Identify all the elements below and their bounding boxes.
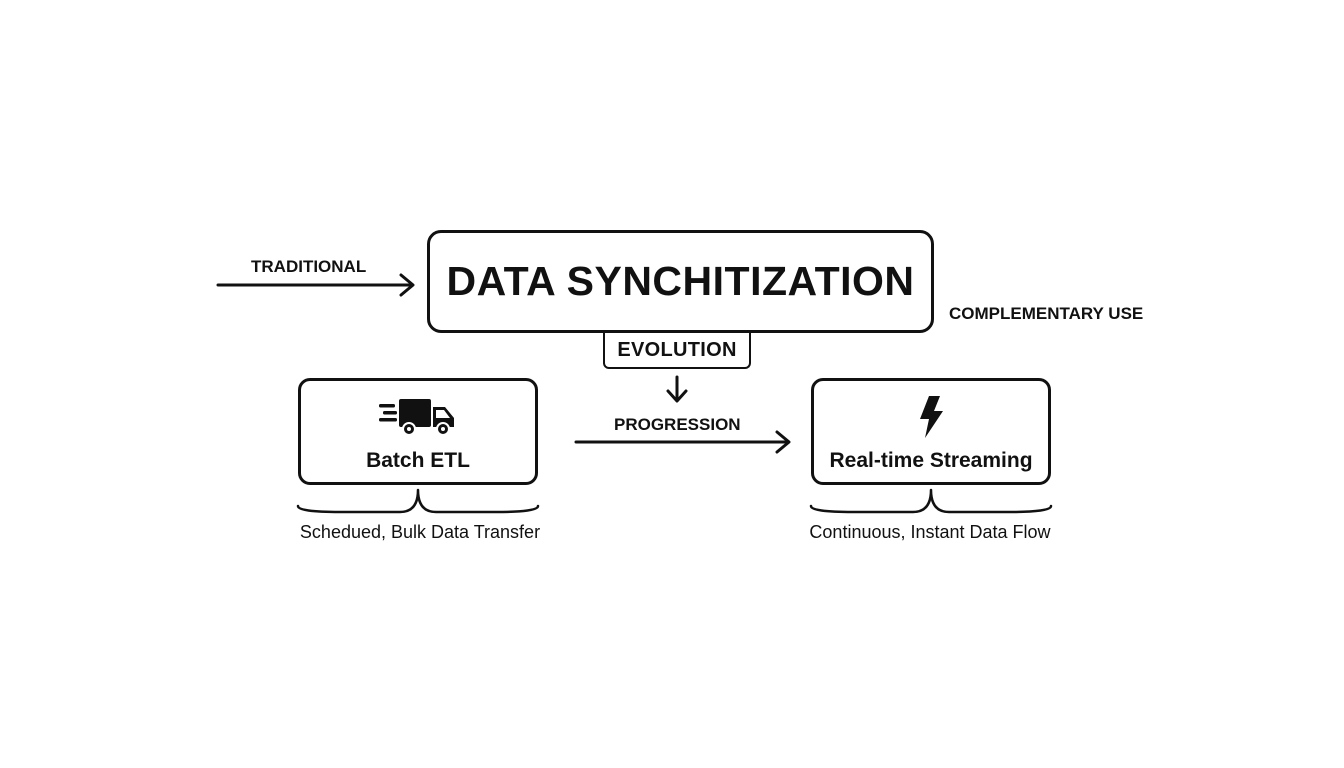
batch-etl-caption: Schedued, Bulk Data Transfer xyxy=(299,522,541,542)
real-time-streaming-node: Real-time Streaming xyxy=(811,378,1051,485)
evolution-down-arrow xyxy=(666,375,688,403)
batch-etl-node: Batch ETL xyxy=(298,378,538,485)
diagram-title: DATA SYNCHITIZATION xyxy=(446,258,915,304)
complementary-use-label: COMPLEMENTARY USE xyxy=(949,304,1144,323)
traditional-arrow xyxy=(216,273,415,297)
title-box: DATA SYNCHITIZATION xyxy=(427,230,934,333)
traditional-label: TRADITIONAL xyxy=(251,257,367,276)
batch-brace xyxy=(296,488,540,514)
stream-brace xyxy=(809,488,1053,514)
progression-label: PROGRESSION xyxy=(614,415,741,434)
evolution-tag-label: EVOLUTION xyxy=(617,338,737,361)
evolution-tag: EVOLUTION xyxy=(603,333,751,369)
real-time-streaming-caption: Continuous, Instant Data Flow xyxy=(809,522,1051,542)
progression-arrow xyxy=(574,430,791,454)
lightning-bolt-icon xyxy=(814,395,1048,439)
real-time-streaming-label: Real-time Streaming xyxy=(829,449,1033,472)
batch-etl-label: Batch ETL xyxy=(366,449,470,472)
delivery-truck-icon xyxy=(301,395,535,439)
